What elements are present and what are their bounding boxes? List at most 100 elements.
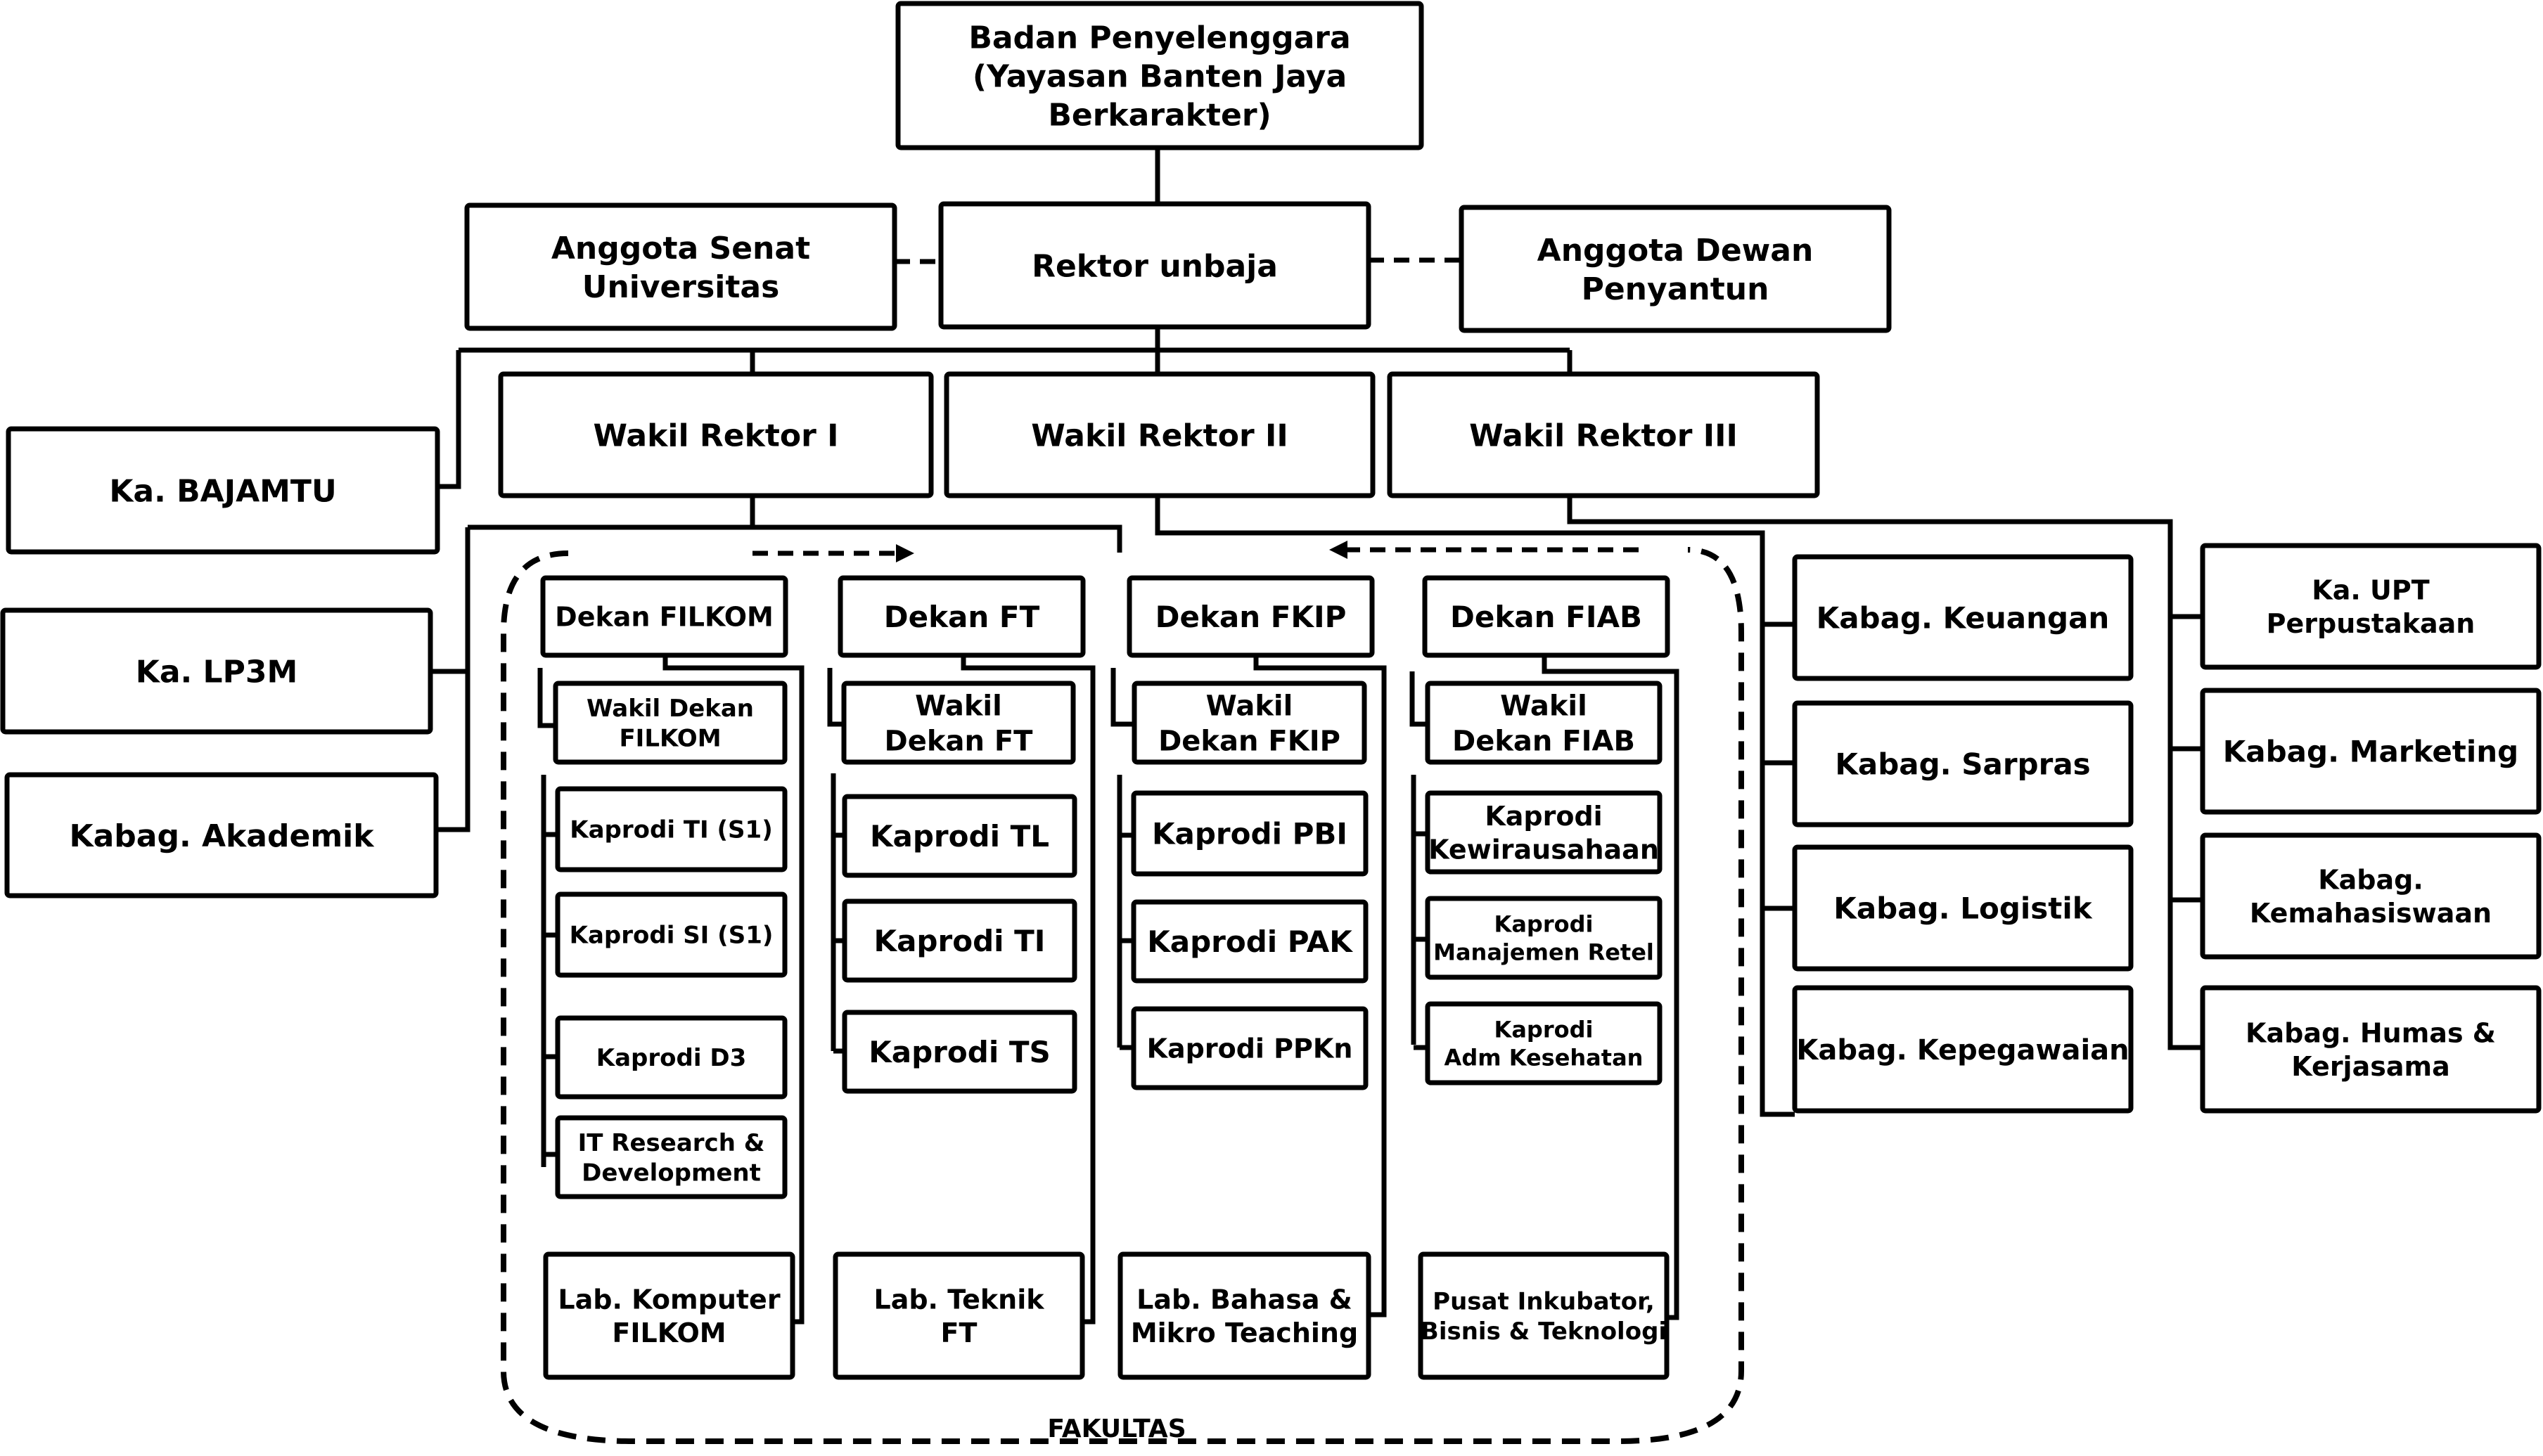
line-fkip-wd <box>1110 668 1134 727</box>
node-box <box>4 772 439 898</box>
line-ft-col <box>961 655 1096 1325</box>
node-label: Wakil Rektor I <box>593 418 838 453</box>
node-label: Penyantun <box>1582 271 1769 307</box>
node-label: Kaprodi SI (S1) <box>570 922 774 950</box>
node-box <box>842 794 1077 878</box>
node-box <box>842 1010 1077 1094</box>
node-label: Kaprodi D3 <box>596 1044 746 1072</box>
node-label: Kaprodi PPKn <box>1147 1033 1353 1064</box>
node-box <box>1792 844 2134 972</box>
node-label: Lab. Teknik <box>874 1284 1045 1315</box>
node-k-ts: Kaprodi TS <box>842 1010 1077 1094</box>
node-box <box>555 786 788 872</box>
node-box <box>1425 681 1663 765</box>
node-box <box>1792 554 2134 681</box>
node-label: FT <box>941 1318 978 1348</box>
node-label: Badan Penyelenggara <box>968 20 1350 56</box>
node-label: Dekan FKIP <box>1155 600 1347 634</box>
node-label: IT Research & <box>578 1129 765 1157</box>
node-label: Kaprodi <box>1485 801 1602 832</box>
node-label: Lab. Komputer <box>558 1284 780 1315</box>
node-label: Wakil Dekan <box>587 695 754 723</box>
faculty-group-boundary <box>501 547 1744 1444</box>
node-box <box>938 201 1371 330</box>
line-wr2-bus <box>1155 496 1795 1117</box>
node-wr3: Wakil Rektor III <box>1387 371 1820 498</box>
node-box <box>555 1015 788 1100</box>
node-label: Kaprodi TS <box>869 1035 1051 1069</box>
node-it-rd: IT Research &Development <box>555 1115 788 1199</box>
node-label: Kemahasiswaan <box>2250 898 2492 929</box>
node-label: Kabag. Marketing <box>2223 735 2519 769</box>
node-box <box>540 575 788 658</box>
node-label: FILKOM <box>619 724 721 752</box>
node-logistik: Kabag. Logistik <box>1792 844 2134 972</box>
node-rektor: Rektor unbaja <box>938 201 1371 330</box>
node-label: FILKOM <box>612 1318 726 1348</box>
node-label: Universitas <box>582 269 780 305</box>
line-wr3-bus <box>1567 496 2203 1050</box>
line-fkip-col <box>1253 655 1387 1318</box>
node-label: Dekan FIAB <box>1452 725 1635 757</box>
node-kemahasiswaan: Kabag.Kemahasiswaan <box>2200 832 2542 960</box>
node-label: Kerjasama <box>2291 1051 2449 1082</box>
node-label: Dekan FIAB <box>1450 600 1642 634</box>
node-k-si-s1: Kaprodi SI (S1) <box>555 891 788 978</box>
node-label: Kabag. <box>2318 864 2423 895</box>
boxes: Badan Penyelenggara(Yayasan Banten JayaB… <box>0 1 2542 1380</box>
node-kepegawaian: Kabag. Kepegawaian <box>1792 985 2134 1114</box>
node-k-ti-s1: Kaprodi TI (S1) <box>555 786 788 872</box>
node-box <box>1132 681 1367 765</box>
node-k-ppkn: Kaprodi PPKn <box>1131 1006 1369 1090</box>
node-box <box>1792 700 2134 827</box>
node-label: Kewirausahaan <box>1428 834 1659 865</box>
node-box <box>2200 985 2542 1114</box>
node-box <box>555 891 788 978</box>
line-fiab-col <box>1542 655 1679 1320</box>
arrowhead-wr1 <box>896 544 914 562</box>
node-label: Dekan FKIP <box>1158 725 1340 757</box>
node-box <box>841 681 1076 765</box>
node-box <box>1127 575 1375 658</box>
node-label: Kabag. Akademik <box>69 818 375 854</box>
line-filkom-wd <box>537 668 556 728</box>
node-label: Kaprodi TI (S1) <box>570 816 773 844</box>
node-label: Wakil Rektor III <box>1469 418 1738 453</box>
node-keuangan: Kabag. Keuangan <box>1792 554 2134 681</box>
node-bajamtu: Ka. BAJAMTU <box>6 426 440 555</box>
node-k-pbi: Kaprodi PBI <box>1131 790 1369 877</box>
node-box <box>1425 790 1663 875</box>
node-label: Ka. LP3M <box>136 654 298 690</box>
node-label: Kaprodi <box>1494 1017 1594 1043</box>
node-label: Rektor unbaja <box>1032 248 1278 284</box>
arrowhead-wr2 <box>1329 541 1347 559</box>
node-box <box>555 1115 788 1199</box>
node-dekan-ft: Dekan FT <box>838 575 1086 658</box>
node-label: Mikro Teaching <box>1131 1318 1358 1348</box>
node-label: Berkarakter) <box>1048 97 1271 133</box>
node-label: Kabag. Logistik <box>1833 891 2092 926</box>
node-box <box>498 371 934 498</box>
node-box <box>2200 543 2542 670</box>
connectors <box>430 144 2203 1444</box>
node-box <box>842 898 1077 983</box>
node-box <box>1425 1001 1663 1085</box>
node-lab-fkip: Lab. Bahasa &Mikro Teaching <box>1117 1251 1371 1380</box>
node-label: Kaprodi TL <box>870 819 1049 853</box>
node-label: Development <box>582 1159 761 1187</box>
node-label: Lab. Bahasa & <box>1136 1284 1352 1315</box>
node-label: Dekan FT <box>884 600 1040 634</box>
node-dekan-fkip: Dekan FKIP <box>1127 575 1375 658</box>
node-label: Kaprodi TI <box>874 924 1046 958</box>
node-label: Perpustakaan <box>2267 608 2475 639</box>
node-k-ti: Kaprodi TI <box>842 898 1077 983</box>
